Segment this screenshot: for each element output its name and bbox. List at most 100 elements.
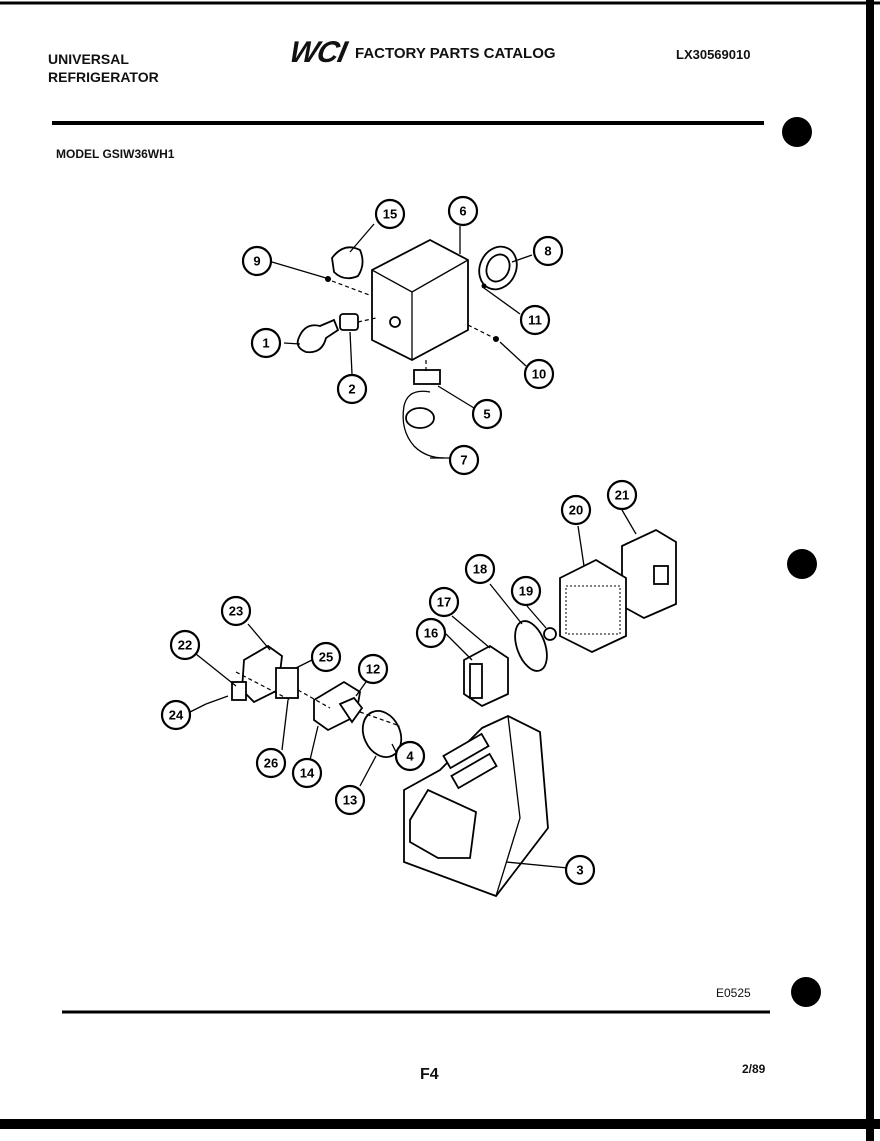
callout-18: 18 [464, 553, 496, 585]
light-housing-assembly [296, 238, 518, 459]
brand-line-2: REFRIGERATOR [48, 69, 159, 85]
bulb-socket [339, 313, 359, 331]
svg-text:2: 2 [348, 382, 355, 397]
binder-hole-top [782, 117, 812, 147]
callout-23: 23 [220, 595, 252, 627]
svg-text:26: 26 [264, 756, 278, 771]
diagram-code: E0525 [716, 986, 751, 1000]
wire-grommet [405, 407, 435, 429]
callout-16: 16 [415, 617, 447, 649]
svg-text:18: 18 [473, 562, 487, 577]
chute-front [409, 788, 477, 859]
callout-13: 13 [334, 784, 366, 816]
svg-text:13: 13 [343, 793, 357, 808]
callout-12: 12 [357, 653, 389, 685]
cam-switch [331, 246, 364, 280]
callout-7: 7 [448, 444, 480, 476]
svg-text:5: 5 [483, 407, 490, 422]
screw-10 [493, 336, 499, 342]
svg-text:17: 17 [437, 595, 451, 610]
chute-slot-1 [442, 732, 490, 770]
insulation-block [559, 558, 627, 654]
callout-15: 15 [374, 198, 406, 230]
svg-text:24: 24 [169, 708, 184, 723]
callout-20: 20 [560, 494, 592, 526]
micro-switch [275, 667, 299, 699]
callout-6: 6 [447, 195, 479, 227]
svg-text:23: 23 [229, 604, 243, 619]
svg-text:20: 20 [569, 503, 583, 518]
chute-edge [495, 715, 521, 897]
housing-hole [389, 316, 401, 328]
harness-clip [413, 369, 441, 385]
gasket-ring [361, 710, 403, 758]
chute-slot-2 [450, 752, 498, 790]
callout-22: 22 [169, 629, 201, 661]
svg-text:8: 8 [544, 244, 551, 259]
control-assembly [463, 528, 677, 708]
model-number: MODEL GSIW36WH1 [56, 147, 175, 161]
svg-text:10: 10 [532, 367, 546, 382]
svg-text:22: 22 [178, 638, 192, 653]
assembly-line-26 [235, 671, 291, 701]
callout-5: 5 [471, 398, 503, 430]
assembly-line-14 [297, 689, 331, 709]
svg-text:1: 1 [262, 336, 269, 351]
svg-text:3: 3 [576, 863, 583, 878]
callout-24: 24 [160, 699, 192, 731]
screw-9 [325, 276, 331, 282]
screw-11 [481, 283, 487, 289]
spring-clip [231, 681, 247, 701]
callout-1: 1 [250, 327, 282, 359]
leader-lines [189, 223, 637, 869]
callout-11: 11 [519, 304, 551, 336]
callout-4: 4 [394, 740, 426, 772]
shaft-knob [543, 627, 557, 641]
svg-text:19: 19 [519, 584, 533, 599]
callout-9: 9 [241, 245, 273, 277]
svg-text:21: 21 [615, 488, 629, 503]
screw-24 [205, 695, 229, 705]
assembly-line-13 [359, 711, 401, 727]
callout-19: 19 [510, 575, 542, 607]
svg-text:7: 7 [460, 453, 467, 468]
svg-text:9: 9 [253, 254, 260, 269]
callout-10: 10 [523, 358, 555, 390]
assembly-line-9 [331, 280, 373, 297]
callout-3: 3 [564, 854, 596, 886]
actuator-paddle [338, 696, 364, 724]
revision-date: 2/89 [742, 1062, 766, 1076]
assembly-line-2 [357, 317, 377, 323]
wire-harness [402, 390, 445, 459]
svg-text:15: 15 [383, 207, 397, 222]
callout-2: 2 [336, 373, 368, 405]
svg-text:25: 25 [319, 650, 333, 665]
housing-box [371, 238, 469, 362]
callout-8: 8 [532, 235, 564, 267]
catalog-title: FACTORY PARTS CATALOG [355, 45, 556, 62]
callout-25: 25 [310, 641, 342, 673]
dial [514, 620, 548, 672]
dispenser-chute [403, 715, 549, 898]
svg-text:11: 11 [528, 313, 542, 328]
callout-14: 14 [291, 757, 323, 789]
callout-21: 21 [606, 479, 638, 511]
svg-text:16: 16 [424, 626, 438, 641]
callout-17: 17 [428, 586, 460, 618]
cover-disc-inner [485, 253, 511, 283]
switch-motor-assembly [205, 644, 403, 758]
page-number: F4 [420, 1066, 439, 1083]
callout-26: 26 [255, 747, 287, 779]
catalog-number: LX30569010 [676, 47, 751, 62]
insulation-texture [565, 585, 621, 635]
svg-text:12: 12 [366, 662, 380, 677]
svg-text:14: 14 [300, 766, 315, 781]
light-bulb [296, 318, 340, 354]
binder-hole-middle [787, 549, 817, 579]
control-housing-slot [469, 663, 483, 699]
svg-text:6: 6 [459, 204, 466, 219]
brand-name: UNIVERSAL REFRIGERATOR [48, 50, 159, 86]
bracket-window [653, 565, 669, 585]
